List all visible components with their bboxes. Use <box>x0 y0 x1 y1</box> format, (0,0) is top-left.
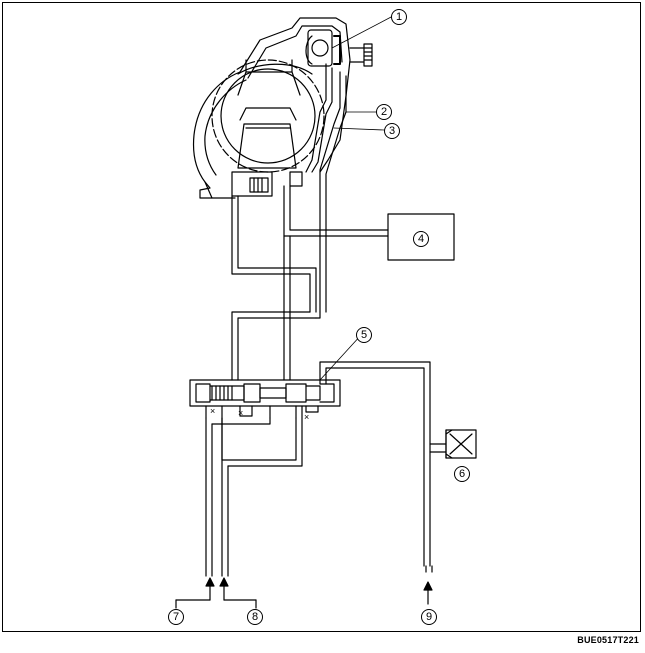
line-to-solenoid <box>319 361 477 567</box>
callout-5: 5 <box>356 327 372 343</box>
callout-leaders <box>319 15 394 381</box>
transmission-housing <box>192 17 351 199</box>
orifice-mark: × <box>210 406 215 416</box>
orifice-mark: × <box>304 412 309 422</box>
unit-4-box <box>387 213 455 261</box>
orifice-mark: × <box>238 408 243 418</box>
callout-8: 8 <box>247 609 263 625</box>
callout-1: 1 <box>391 9 407 25</box>
callout-2: 2 <box>376 104 392 120</box>
callout-3: 3 <box>384 123 400 139</box>
passage-lines-right <box>305 63 347 313</box>
figure-code: BUE0517T221 <box>577 635 639 645</box>
main-feed-lines <box>231 195 321 381</box>
top-fitting <box>305 29 373 67</box>
callout-6: 6 <box>454 466 470 482</box>
callout-9: 9 <box>421 609 437 625</box>
lower-feed-lines <box>205 405 303 577</box>
control-valve-body <box>189 379 341 419</box>
callout-4: 4 <box>413 231 429 247</box>
housing-ports <box>231 171 303 197</box>
callout-7: 7 <box>168 609 184 625</box>
diagram-frame <box>2 2 641 632</box>
flow-arrows <box>175 565 433 609</box>
pipe-to-unit-4 <box>283 185 455 261</box>
